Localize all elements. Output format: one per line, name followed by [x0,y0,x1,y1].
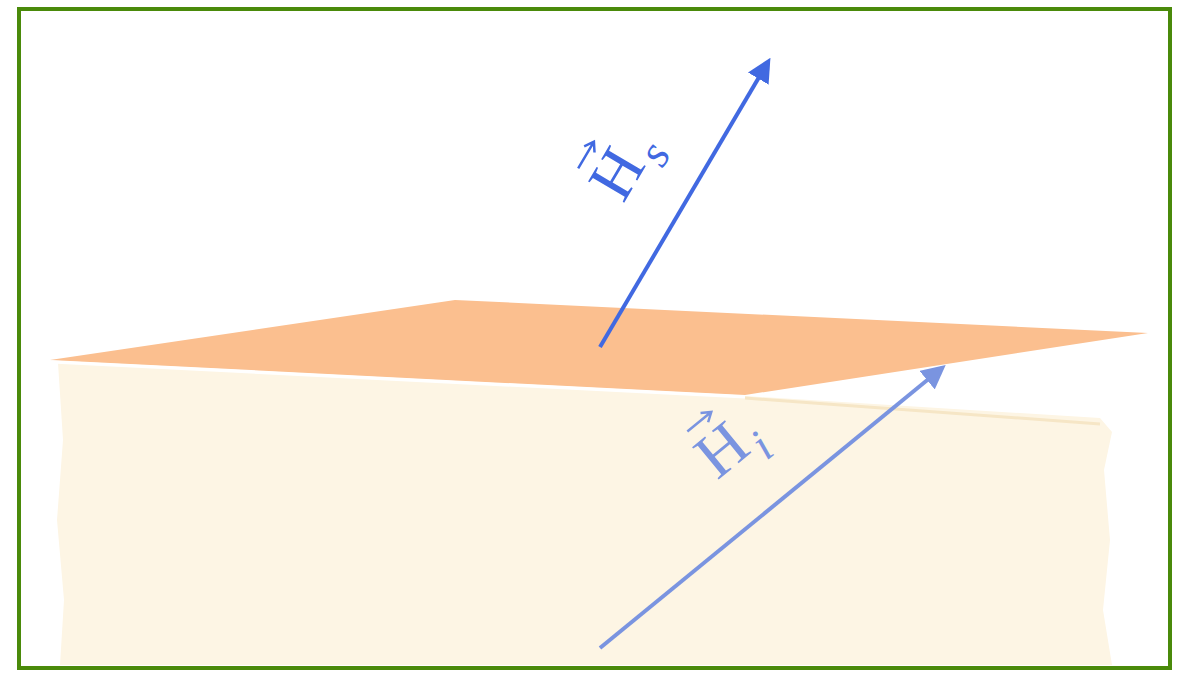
scattered-field-label: Hs [577,119,678,217]
block-edge [745,398,1100,424]
surface-plane [50,300,1148,395]
material-block [57,363,1112,665]
plane-front-edge [52,362,745,397]
vector-arrow-symbol [568,134,600,173]
frame-border [19,9,1170,668]
incident-field-arrow [600,368,942,648]
